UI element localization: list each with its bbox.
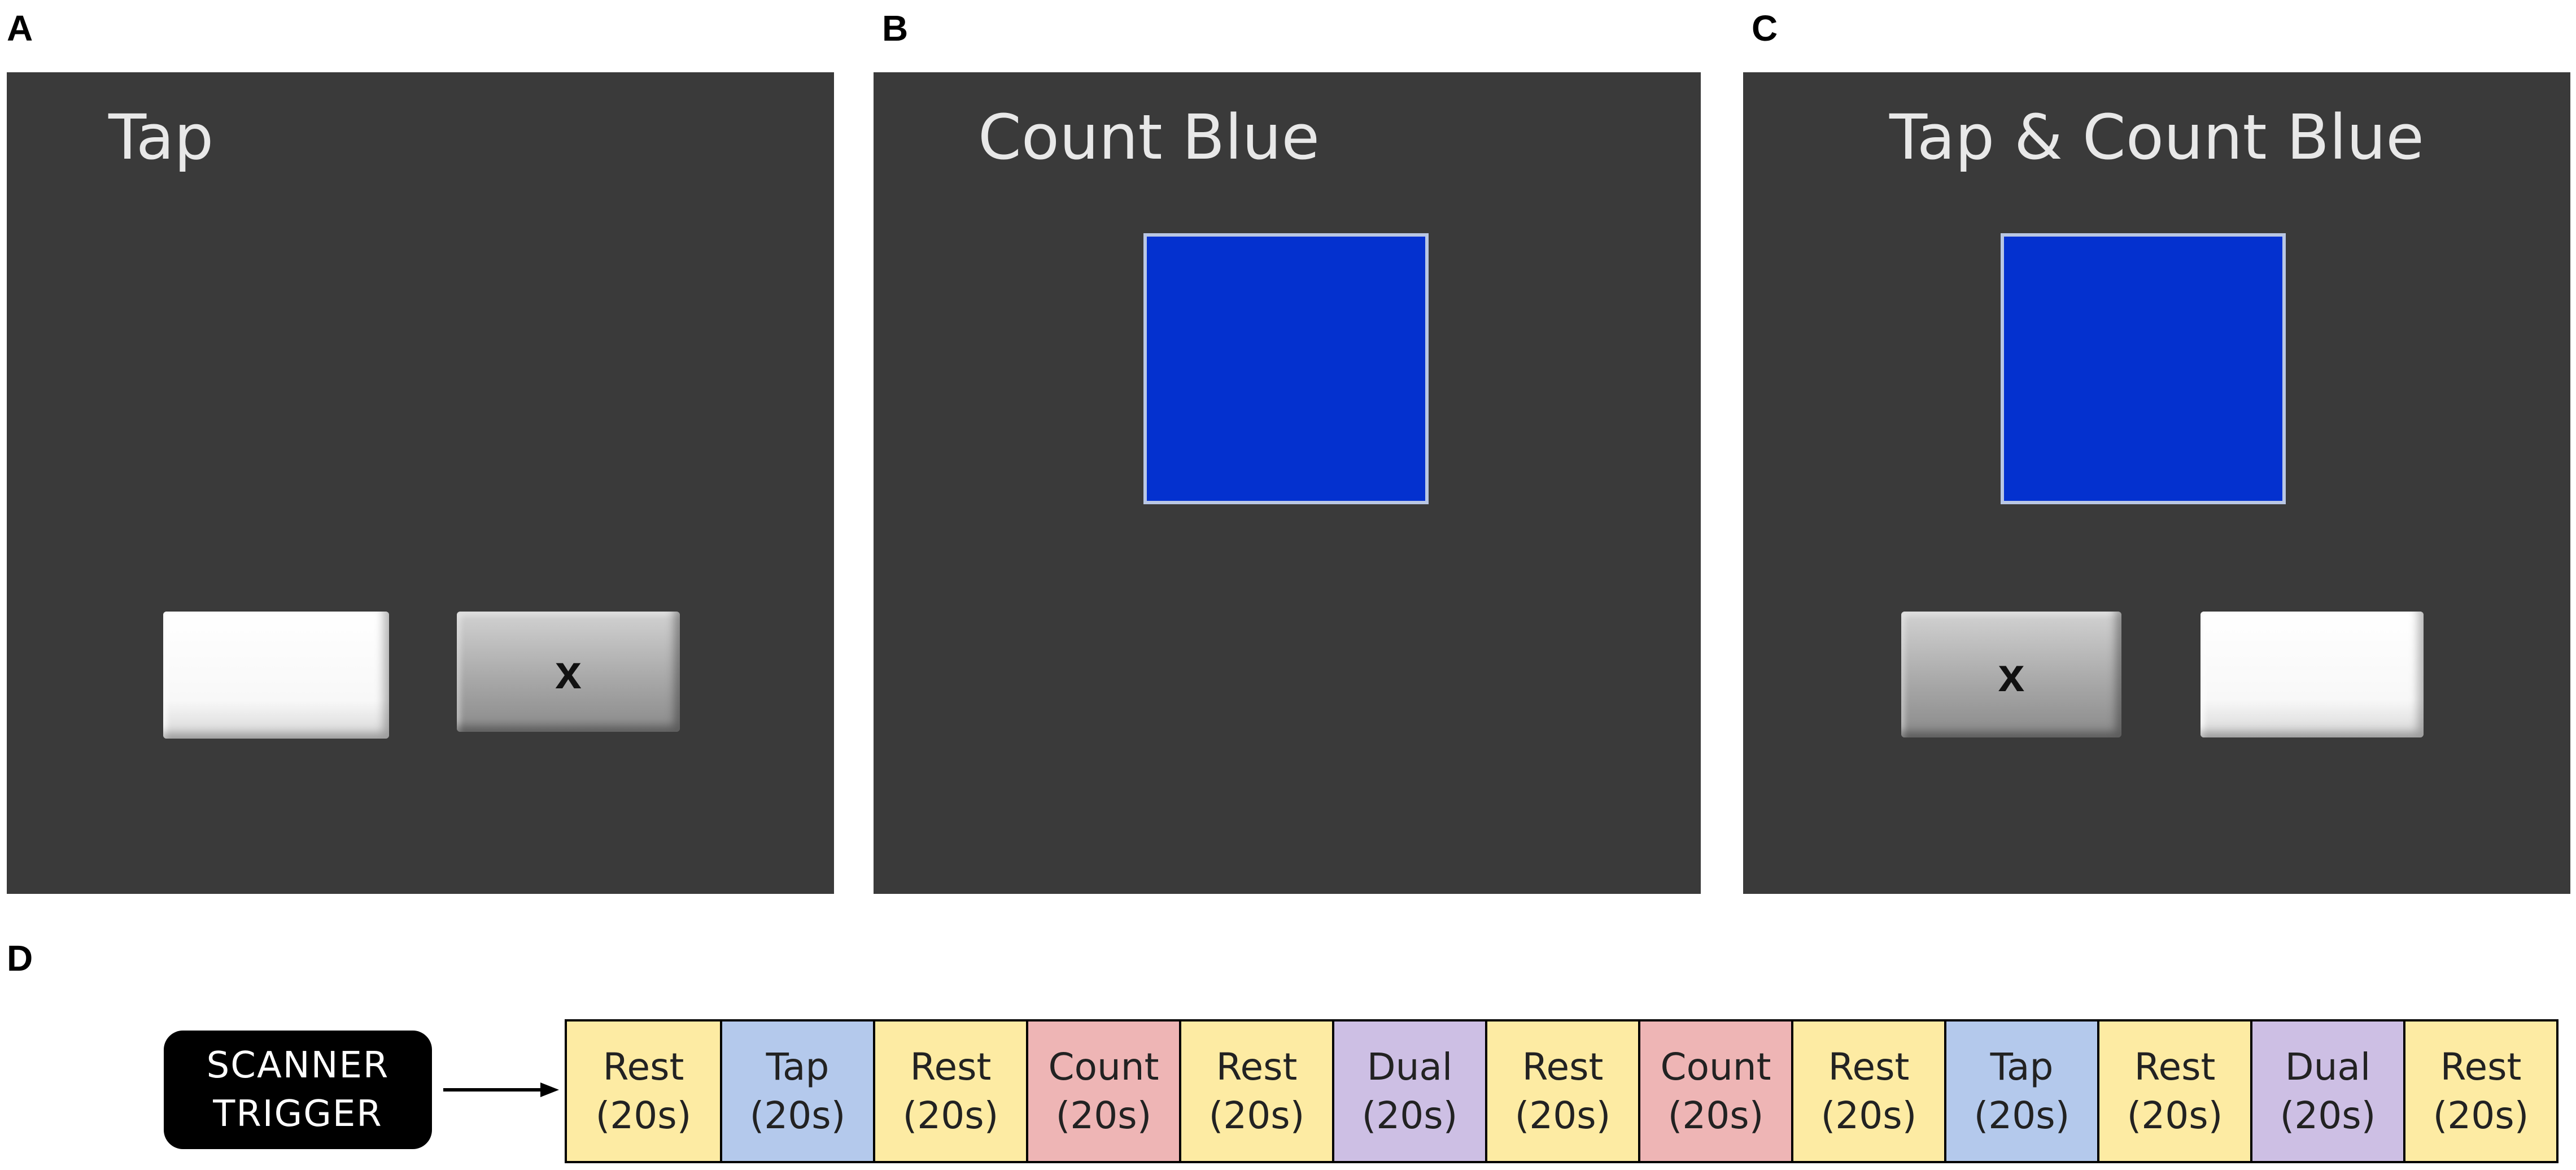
block-label: Rest: [1828, 1045, 1910, 1089]
block-duration: (20s): [902, 1093, 999, 1137]
block-duration: (20s): [749, 1093, 846, 1137]
block-duration: (20s): [1055, 1093, 1152, 1137]
sequence-block-dual: Dual(20s): [2250, 1021, 2403, 1161]
block-label: Rest: [910, 1045, 992, 1089]
panel-letter-c: C: [1752, 8, 1778, 49]
block-label: Count: [1048, 1045, 1159, 1089]
block-label: Rest: [2134, 1045, 2216, 1089]
sequence-block-rest: Rest(20s): [1179, 1021, 1332, 1161]
block-label: Rest: [1522, 1045, 1604, 1089]
block-duration: (20s): [1820, 1093, 1917, 1137]
block-duration: (20s): [595, 1093, 692, 1137]
white-button[interactable]: [2200, 612, 2424, 737]
panel-tap: Tap x: [7, 72, 834, 894]
block-label: Dual: [2285, 1045, 2371, 1089]
sequence-block-rest: Rest(20s): [873, 1021, 1026, 1161]
white-button[interactable]: [163, 612, 389, 739]
sequence-block-tap: Tap(20s): [720, 1021, 873, 1161]
x-button[interactable]: x: [457, 612, 680, 732]
panel-title: Tap & Count Blue: [1889, 101, 2424, 173]
panel-letter-b: B: [882, 8, 909, 49]
block-duration: (20s): [1514, 1093, 1611, 1137]
trigger-line-1: SCANNER: [206, 1044, 390, 1086]
blue-square: [2001, 233, 2286, 504]
block-label: Tap: [1990, 1045, 2054, 1089]
block-label: Rest: [1216, 1045, 1298, 1089]
block-duration: (20s): [1208, 1093, 1305, 1137]
panel-title: Count Blue: [978, 101, 1320, 173]
trigger-line-2: TRIGGER: [213, 1093, 383, 1135]
panel-title: Tap: [108, 101, 214, 173]
sequence-block-tap: Tap(20s): [1944, 1021, 2097, 1161]
sequence-block-count: Count(20s): [1638, 1021, 1791, 1161]
scanner-trigger-label: SCANNER TRIGGER: [164, 1031, 432, 1149]
block-duration: (20s): [2127, 1093, 2223, 1137]
sequence-block-rest: Rest(20s): [567, 1021, 720, 1161]
x-label: x: [1998, 648, 2025, 701]
block-duration: (20s): [1361, 1093, 1458, 1137]
block-duration: (20s): [1974, 1093, 2070, 1137]
blue-square: [1143, 233, 1429, 504]
panel-letter-d: D: [7, 938, 33, 979]
sequence-block-rest: Rest(20s): [1485, 1021, 1638, 1161]
sequence-block-dual: Dual(20s): [1332, 1021, 1485, 1161]
x-label: x: [555, 645, 582, 698]
panel-count-blue: Count Blue: [874, 72, 1701, 894]
panel-tap-and-count-blue: Tap & Count Blue x: [1743, 72, 2570, 894]
block-label: Dual: [1366, 1045, 1453, 1089]
sequence-block-rest: Rest(20s): [2097, 1021, 2250, 1161]
block-duration: (20s): [1667, 1093, 1764, 1137]
block-duration: (20s): [2280, 1093, 2376, 1137]
sequence-block-rest: Rest(20s): [2403, 1021, 2556, 1161]
block-label: Count: [1660, 1045, 1771, 1089]
panel-letter-a: A: [7, 8, 33, 49]
block-sequence: Rest(20s)Tap(20s)Rest(20s)Count(20s)Rest…: [565, 1019, 2558, 1163]
block-label: Rest: [2440, 1045, 2522, 1089]
sequence-block-count: Count(20s): [1026, 1021, 1179, 1161]
block-label: Tap: [766, 1045, 829, 1089]
x-button[interactable]: x: [1901, 612, 2121, 737]
sequence-block-rest: Rest(20s): [1791, 1021, 1944, 1161]
block-label: Rest: [602, 1045, 684, 1089]
block-duration: (20s): [2433, 1093, 2529, 1137]
arrow-right-icon: [443, 1082, 559, 1097]
